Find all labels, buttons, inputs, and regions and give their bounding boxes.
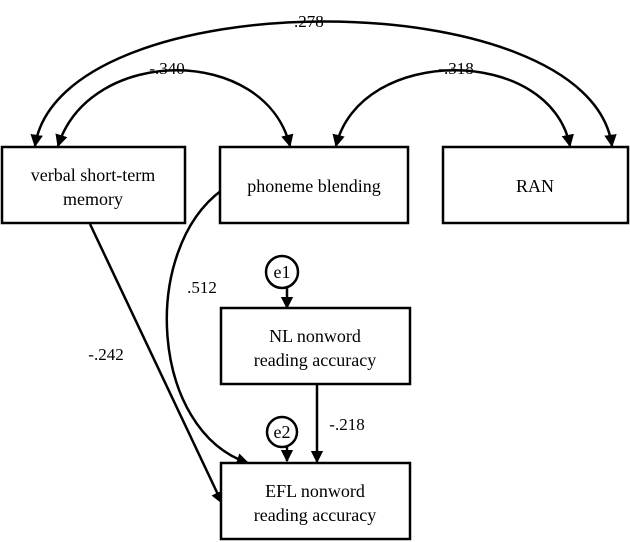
node-vstm-label-line2: memory xyxy=(63,189,123,209)
error-node-e2 xyxy=(265,415,299,449)
node-ran-label: RAN xyxy=(516,176,554,196)
error-node-e1 xyxy=(264,254,300,290)
correlation-vstm-phoneme-arc xyxy=(55,69,294,148)
coef-vstm-phoneme: -.340 xyxy=(149,59,184,78)
node-ran xyxy=(441,145,630,225)
node-phoneme-blending xyxy=(218,145,410,225)
node-efl-nonword-reading-accuracy xyxy=(219,461,412,541)
node-verbal-short-term-memory xyxy=(0,145,187,225)
correlation-vstm-ran-arc xyxy=(30,20,617,148)
node-phoneme-label: phoneme blending xyxy=(247,176,380,196)
coef-nl-efl: -.218 xyxy=(329,415,364,434)
correlation-phoneme-ran-arc xyxy=(332,69,574,148)
node-nl-nonword-reading-accuracy xyxy=(219,306,412,386)
node-nl-label-line1: NL nonword xyxy=(269,326,361,346)
node-efl-label-line1: EFL nonword xyxy=(265,481,365,501)
path-vstm-efl-arrow xyxy=(88,223,224,505)
node-nl-label-line2: reading accuracy xyxy=(254,350,376,370)
node-efl-label-line2: reading accuracy xyxy=(254,505,376,525)
path-phoneme-efl-arrow xyxy=(165,188,250,466)
coef-phoneme-ran: -.318 xyxy=(438,59,473,78)
error-e1-label: e1 xyxy=(274,262,291,282)
coef-vstm-efl: -.242 xyxy=(88,345,123,364)
coef-phoneme-efl: .512 xyxy=(187,278,217,297)
node-vstm-label-line1: verbal short-term xyxy=(31,165,155,185)
coef-vstm-ran: -.278 xyxy=(288,12,323,31)
error-e2-label: e2 xyxy=(274,422,291,442)
